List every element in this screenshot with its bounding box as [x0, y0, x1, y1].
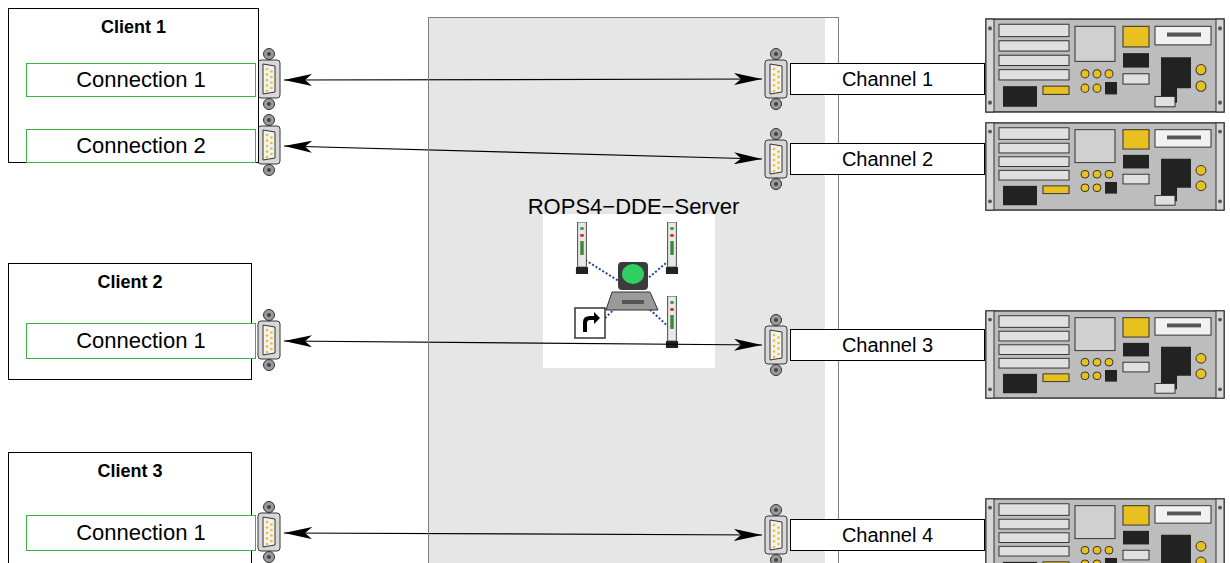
channel-box: Channel 3	[790, 329, 985, 361]
client-box: Client 3 Connection 1	[8, 452, 252, 563]
connection-box: Connection 1	[26, 63, 256, 97]
client-box: Client 1 Connection 1 Connection 2	[8, 8, 259, 163]
connection-box: Connection 1	[26, 515, 256, 551]
client-heading: Client 2	[9, 272, 251, 293]
connection-label: Connection 2	[76, 133, 206, 159]
server-panel-fill	[428, 17, 825, 563]
client-heading: Client 1	[9, 17, 258, 38]
channel-box: Channel 1	[790, 63, 985, 95]
serial-link-arrow	[284, 146, 762, 159]
channel-label: Channel 4	[842, 524, 933, 547]
serial-link-arrow	[284, 341, 762, 345]
rack-servers	[986, 19, 1224, 563]
server-panel: ROPS4−DDE−Server	[428, 17, 839, 563]
serial-link-arrow	[284, 533, 762, 535]
db9-connectors	[258, 49, 787, 563]
connection-label: Connection 1	[76, 520, 206, 546]
serial-link-arrow	[284, 79, 762, 80]
client-box: Client 2 Connection 1	[8, 263, 252, 380]
connection-label: Connection 1	[76, 328, 206, 354]
connection-label: Connection 1	[76, 67, 206, 93]
server-icon	[575, 222, 678, 348]
channel-label: Channel 1	[842, 68, 933, 91]
channel-box: Channel 4	[790, 519, 985, 551]
server-label: ROPS4−DDE−Server	[429, 194, 838, 220]
channel-box: Channel 2	[790, 143, 985, 175]
channel-label: Channel 2	[842, 148, 933, 171]
connection-box: Connection 2	[26, 129, 256, 163]
connection-box: Connection 1	[26, 323, 256, 359]
client-heading: Client 3	[9, 461, 251, 482]
channel-label: Channel 3	[842, 334, 933, 357]
